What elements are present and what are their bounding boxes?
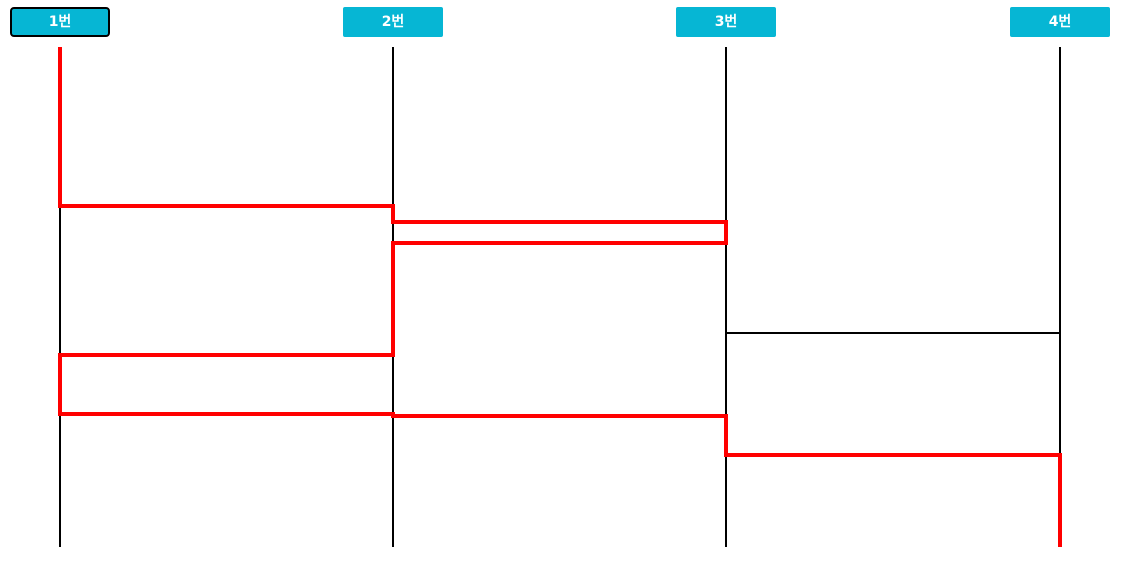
column-button-3[interactable]: 3번 [676,7,776,37]
highlight-path [58,47,1062,547]
column-button-2[interactable]: 2번 [343,7,443,37]
column-button-4[interactable]: 4번 [1010,7,1110,37]
column-button-1[interactable]: 1번 [10,7,110,37]
